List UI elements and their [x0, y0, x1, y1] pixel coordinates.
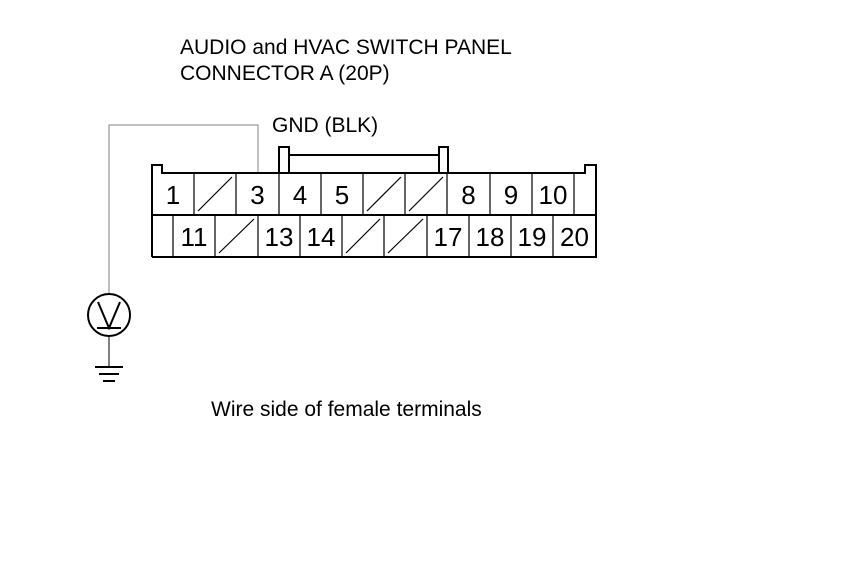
- pin-cell: 5: [335, 173, 364, 215]
- pin-number: 8: [461, 180, 475, 210]
- probe-wire: [108, 124, 259, 293]
- pin-number: 11: [181, 222, 208, 252]
- pin-cell: 1: [166, 173, 195, 215]
- pin-number: 10: [539, 180, 568, 210]
- pin-cell: 20: [560, 222, 589, 252]
- pin-number: 9: [504, 180, 518, 210]
- empty-cavity-slash: [218, 218, 255, 254]
- probe-label: GND (BLK): [272, 114, 378, 137]
- pin-cell: 3: [250, 173, 280, 215]
- pin-cell: 10: [539, 173, 575, 215]
- pin-cell: 18: [476, 215, 512, 257]
- ground-icon: [95, 366, 123, 382]
- title-line-2: CONNECTOR A (20P): [180, 62, 390, 85]
- pin-cell-empty: [408, 173, 448, 215]
- empty-cavity-slash: [408, 176, 444, 212]
- locking-tab: [278, 146, 290, 173]
- pin-cell: 4: [293, 173, 322, 215]
- empty-cavity-slash: [387, 218, 424, 254]
- pin-number: 19: [518, 222, 547, 252]
- pin-number: 4: [293, 180, 307, 210]
- pin-cell-empty: [197, 173, 237, 215]
- pin-number: 17: [434, 222, 463, 252]
- pin-cell-empty: [345, 215, 385, 257]
- pin-cell: 8: [461, 173, 491, 215]
- title-line-1: AUDIO and HVAC SWITCH PANEL: [180, 36, 512, 59]
- pin-cell-empty: [366, 173, 406, 215]
- pin-number: 3: [250, 180, 264, 210]
- connector-body: [151, 146, 597, 258]
- pins-bottom-row: 11 13 14 17 18 19 20: [172, 215, 589, 257]
- pin-cell: 14: [307, 215, 343, 257]
- caption: Wire side of female terminals: [211, 398, 482, 421]
- empty-cavity-slash: [366, 176, 402, 212]
- pin-cell-empty: [387, 215, 428, 257]
- pin-number: 18: [476, 222, 505, 252]
- connector-shell: [151, 164, 597, 258]
- pin-cell: 19: [518, 215, 554, 257]
- pin-number: 5: [335, 180, 349, 210]
- voltmeter-icon: [87, 293, 131, 337]
- empty-cavity-slash: [197, 176, 233, 212]
- pin-number: 20: [560, 222, 589, 252]
- locking-tab-right: [438, 146, 449, 173]
- pin-number: 13: [265, 222, 294, 252]
- empty-cavity-slash: [345, 218, 381, 254]
- pin-number: 14: [307, 222, 336, 252]
- pin-cell-empty: [218, 215, 259, 257]
- pin-cell: 13: [265, 215, 301, 257]
- pin-cell: 11: [181, 215, 216, 257]
- pin-number: 1: [166, 180, 180, 210]
- pin-cell: 9: [504, 173, 533, 215]
- pin-cell: 17: [434, 215, 470, 257]
